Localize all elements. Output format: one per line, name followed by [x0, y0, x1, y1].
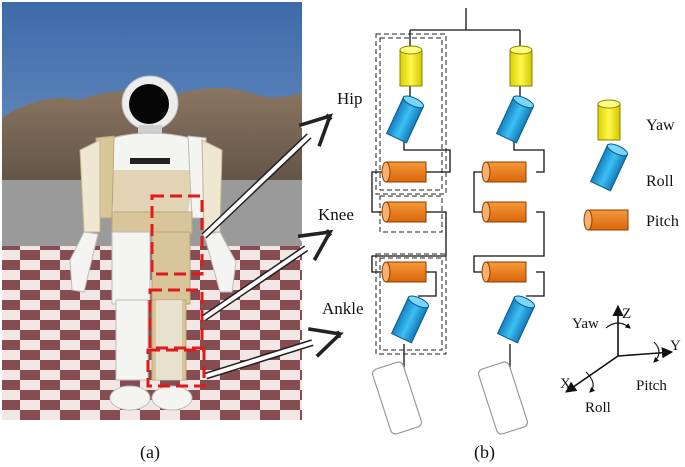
hip-group-box [379, 37, 443, 191]
ankle-group-box-outer [375, 253, 447, 355]
roll-cylinder-icon [385, 95, 425, 144]
legend-pitch-label: Pitch [646, 213, 679, 230]
knee-group-box [379, 195, 443, 233]
joint-group-boxes [375, 33, 447, 355]
knee-label: Knee [318, 205, 354, 224]
axis-pitch-label: Pitch [636, 378, 667, 394]
axis-y-label: Y [670, 338, 681, 354]
yaw-cylinder-icon [509, 45, 533, 87]
rotation-arrow-icon [605, 322, 631, 329]
pitch-cylinder-icon [381, 261, 427, 283]
axis-yaw-label: Yaw [572, 316, 599, 332]
rotation-arrow-icon [653, 341, 660, 363]
yaw-cylinder-icon [399, 45, 423, 87]
rotation-arrow-icon [585, 371, 596, 393]
arrow-icon [201, 116, 330, 239]
hip-highlight [150, 194, 204, 276]
ankle-group-box [379, 257, 443, 351]
axis-x-label: X [560, 376, 571, 392]
pitch-cylinder-icon [481, 161, 527, 183]
coordinate-axes: Z Yaw Y Pitch X Roll [560, 304, 681, 416]
pitch-cylinder-icon [481, 201, 527, 223]
callout-arrows [201, 116, 340, 380]
humanoid-robot [69, 75, 237, 411]
pitch-cylinder-icon [481, 261, 527, 283]
knee-highlight [148, 288, 204, 350]
legend: Yaw Roll Pitch [583, 99, 679, 231]
foot-outline [477, 361, 529, 435]
hip-label: Hip [337, 89, 363, 108]
legend-roll-label: Roll [646, 173, 674, 190]
ankle-label: Ankle [322, 299, 364, 318]
caption-b: (b) [474, 442, 495, 463]
foot-outline [371, 361, 423, 435]
roll-cylinder-icon [390, 295, 430, 344]
caption-a: (a) [140, 442, 160, 463]
pitch-cylinder-icon [381, 161, 427, 183]
hip-group-box-inner [375, 33, 447, 195]
roll-cylinder-icon [589, 143, 629, 192]
yaw-cylinder-icon [597, 99, 621, 141]
panel-a-screenshot [2, 2, 302, 420]
roll-cylinder-icon [495, 95, 535, 144]
pitch-cylinder-icon [583, 209, 629, 231]
pitch-cylinder-icon [381, 201, 427, 223]
axis-roll-label: Roll [585, 400, 611, 416]
ankle-highlight [146, 348, 206, 388]
roll-cylinder-icon [496, 295, 536, 344]
legend-yaw-label: Yaw [646, 117, 675, 134]
arrow-icon [202, 229, 330, 321]
arrow-icon [204, 334, 340, 380]
axis-z-label: Z [622, 306, 631, 322]
